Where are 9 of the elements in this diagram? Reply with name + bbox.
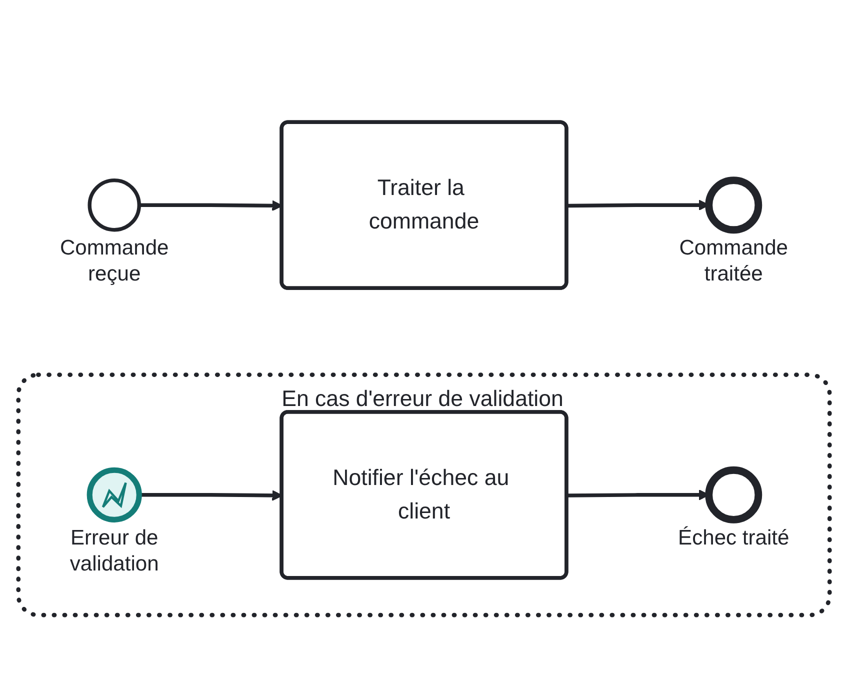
end-event-circle [705, 176, 762, 234]
event-label: Échec traité [678, 526, 790, 550]
task-box: Notifier l'échec au client [280, 410, 568, 580]
end-event-circle [705, 466, 762, 524]
event-label: Erreur de validation [70, 526, 159, 576]
event-label: Commande traitée [679, 236, 788, 286]
task-box: Traiter la commande [280, 120, 568, 290]
start-event-circle [88, 178, 141, 232]
event-label: Commande reçue [60, 236, 169, 286]
